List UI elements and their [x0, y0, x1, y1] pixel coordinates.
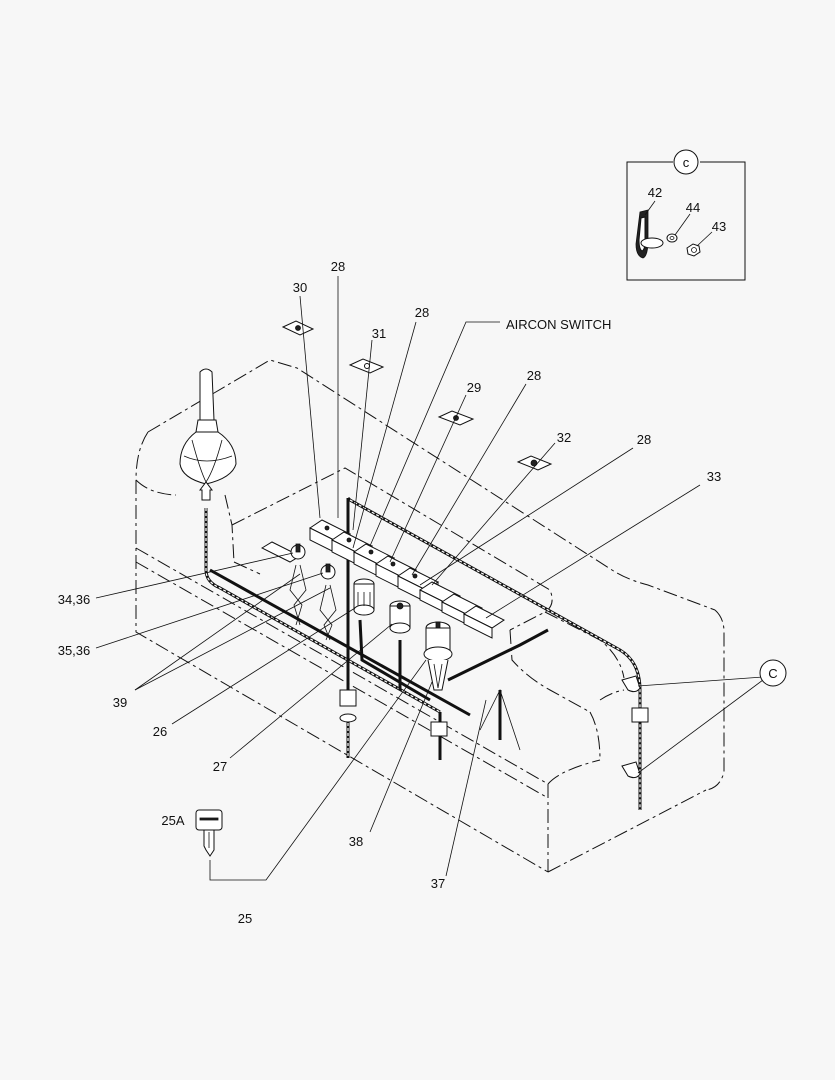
- callout-25A: 25A: [161, 813, 184, 828]
- harness-connector: [430, 721, 448, 737]
- callout-43: 43: [712, 219, 726, 234]
- callout-26: 26: [153, 724, 167, 739]
- ignition-switch: [423, 621, 453, 691]
- callout-38: 38: [349, 834, 363, 849]
- callout-34-36: 34,36: [58, 592, 91, 607]
- callout-labels: 28 30 31 28 AIRCON SWITCH 29 28 32 28 33…: [58, 259, 722, 926]
- callout-42: 42: [648, 185, 662, 200]
- detail-c-reference-label: C: [768, 666, 777, 681]
- switch-panel: [260, 519, 505, 691]
- detail-c-inset: c 42 44 43: [626, 149, 746, 281]
- toggle-switch: [290, 543, 306, 560]
- callout-aircon-switch: AIRCON SWITCH: [506, 317, 611, 332]
- ignition-key: [195, 809, 223, 857]
- callout-27: 27: [213, 759, 227, 774]
- joystick: [179, 368, 237, 501]
- leader-lines: [95, 276, 764, 881]
- toggle-switch: [320, 563, 336, 580]
- callout-37: 37: [431, 876, 445, 891]
- callout-32: 32: [557, 430, 571, 445]
- callout-31: 31: [372, 326, 386, 341]
- wiring-harness: [204, 496, 649, 810]
- callout-39: 39: [113, 695, 127, 710]
- detail-c-label: c: [683, 155, 690, 170]
- callout-29: 29: [467, 380, 481, 395]
- grommet: [339, 713, 357, 723]
- blanking-plug: [463, 605, 505, 639]
- callout-25: 25: [238, 911, 252, 926]
- harness-connector: [339, 689, 357, 707]
- switch-legend-inserts: [281, 320, 553, 471]
- p-clip: [621, 761, 641, 779]
- callout-28-c: 28: [527, 368, 541, 383]
- rotary-switch: [389, 600, 411, 634]
- washer-part: [666, 233, 678, 243]
- callout-28-a: 28: [331, 259, 345, 274]
- callout-28-d: 28: [637, 432, 651, 447]
- callout-44: 44: [686, 200, 700, 215]
- detail-c-marker: [673, 149, 699, 175]
- nut-part: [686, 243, 701, 257]
- callout-28-b: 28: [415, 305, 429, 320]
- harness-connector: [631, 707, 649, 723]
- callout-30: 30: [293, 280, 307, 295]
- callout-35-36: 35,36: [58, 643, 91, 658]
- detail-c-reference-marker: [759, 659, 787, 687]
- callout-33: 33: [707, 469, 721, 484]
- p-clip: [621, 675, 641, 693]
- rotary-switch: [353, 578, 375, 616]
